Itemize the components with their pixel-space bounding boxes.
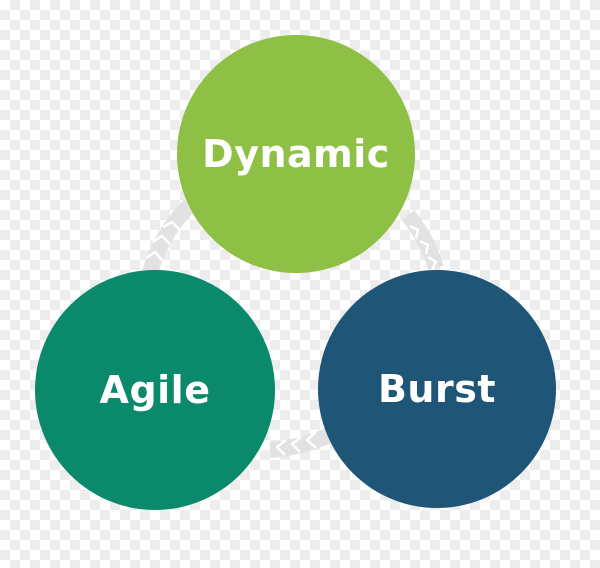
arrow-burst-to-agile <box>269 427 334 458</box>
arrow-agile-to-dynamic-chevrons <box>145 220 181 261</box>
node-agile-label: Agile <box>99 368 211 412</box>
node-agile: Agile <box>35 270 275 510</box>
node-burst: Burst <box>318 270 556 508</box>
arrow-burst-to-agile-chevrons <box>275 431 317 456</box>
node-burst-label: Burst <box>377 367 497 411</box>
arrow-agile-to-dynamic <box>142 199 196 275</box>
node-dynamic: Dynamic <box>177 35 415 273</box>
node-dynamic-label: Dynamic <box>202 132 390 176</box>
arrow-dynamic-to-burst-chevrons <box>409 224 438 271</box>
